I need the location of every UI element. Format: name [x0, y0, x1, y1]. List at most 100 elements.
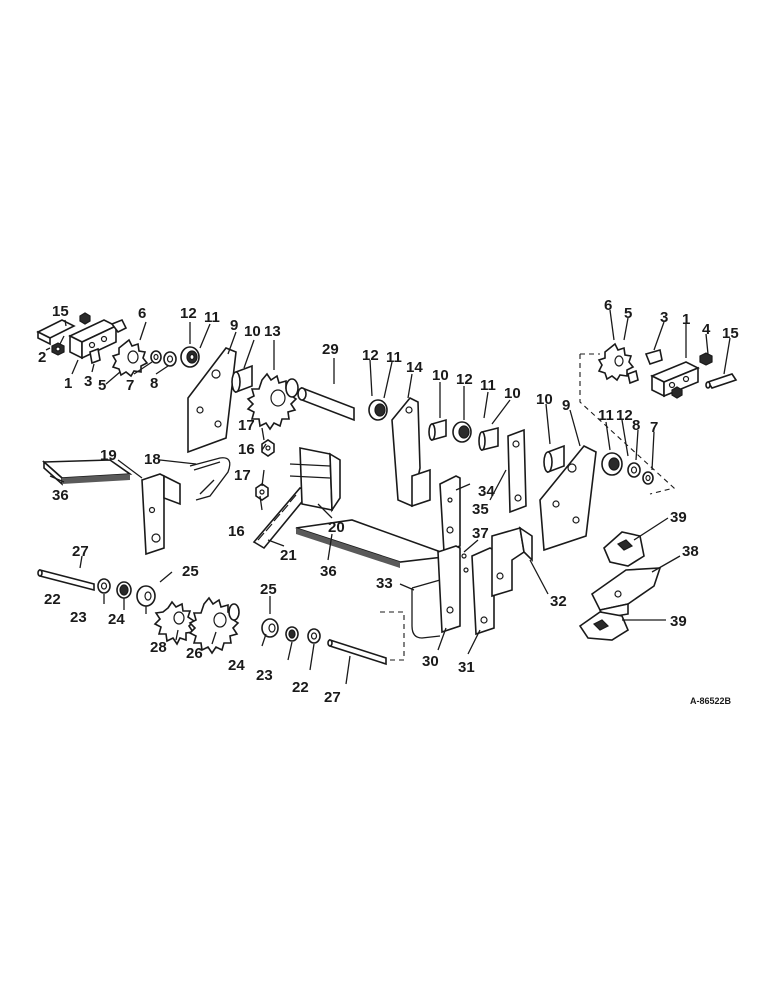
left-bearing-block — [68, 319, 118, 360]
callout-9-left: 9 — [230, 317, 238, 334]
callout-16-lower: 16 — [228, 523, 245, 540]
left-spacer-10 — [231, 364, 253, 394]
bracket-35 — [439, 475, 461, 554]
washer-22-center — [307, 628, 321, 644]
callout-21: 21 — [280, 547, 297, 564]
callout-12-right: 12 — [616, 407, 633, 424]
bushing-23-left — [116, 581, 132, 599]
callout-11-center: 11 — [386, 349, 402, 366]
callout-22-center: 22 — [292, 679, 309, 696]
callout-5-left: 5 — [98, 377, 106, 394]
callout-23-center: 23 — [256, 667, 273, 684]
callout-22-left: 22 — [44, 591, 61, 608]
callout-17-lower: 17 — [234, 467, 251, 484]
bearing-24-left — [136, 585, 156, 607]
bracket-14 — [391, 396, 431, 508]
left-elbow-fitting — [89, 318, 128, 365]
callout-36-center: 36 — [320, 563, 337, 580]
left-nut — [51, 342, 65, 356]
shaft-29 — [297, 386, 355, 422]
callout-37: 37 — [472, 525, 489, 542]
callout-20: 20 — [328, 519, 345, 536]
bearing-11-right — [601, 452, 623, 476]
callout-39-upper: 39 — [670, 509, 687, 526]
callout-4-right: 4 — [702, 321, 711, 338]
callout-11-center-b: 11 — [480, 377, 496, 394]
callout-7-left: 7 — [126, 377, 134, 394]
spacer-10-center-b — [478, 426, 499, 452]
left-washer-7 — [150, 350, 162, 364]
callout-6-left: 6 — [138, 305, 146, 322]
callout-34: 34 — [478, 483, 495, 500]
callout-31: 31 — [458, 659, 475, 676]
callout-28: 28 — [150, 639, 167, 656]
callout-11-right: 11 — [598, 407, 614, 424]
callout-27-center: 27 — [324, 689, 341, 706]
bracket-32 — [491, 526, 533, 598]
callout-30: 30 — [422, 653, 439, 670]
spacer-10-right — [543, 444, 565, 474]
callout-7-right: 7 — [650, 419, 658, 436]
callout-39-lower: 39 — [670, 613, 687, 630]
callout-10-center-a: 10 — [432, 367, 449, 384]
callout-10-center-b: 10 — [504, 385, 521, 402]
left-plate-9 — [187, 347, 237, 454]
callout-33: 33 — [376, 575, 393, 592]
callout-3-left: 3 — [84, 373, 92, 390]
callout-26: 26 — [186, 645, 203, 662]
callout-2-left: 2 — [38, 349, 46, 366]
guide-bar-36-left — [41, 459, 133, 486]
callout-35: 35 — [472, 501, 489, 518]
sprocket-5-right — [597, 342, 635, 382]
callout-12-left: 12 — [180, 305, 197, 322]
callout-14: 14 — [406, 359, 423, 376]
callout-10-right: 10 — [536, 391, 553, 408]
sprocket-26 — [188, 596, 240, 655]
shaft-27-left — [37, 568, 95, 592]
callout-1-right: 1 — [682, 311, 690, 328]
bearing-11-center — [452, 421, 472, 443]
spacer-10-center-a — [428, 418, 447, 442]
hitch-38 — [590, 567, 662, 619]
nut-4-right — [671, 352, 713, 399]
callout-11-left: 11 — [204, 309, 220, 326]
callout-15-left: 15 — [52, 303, 69, 320]
bracket-30 — [437, 545, 469, 634]
washer-7-right — [642, 471, 654, 485]
callout-19: 19 — [100, 447, 117, 464]
callout-32: 32 — [550, 593, 567, 610]
u-bolt-18 — [189, 457, 231, 501]
callout-5-right: 5 — [624, 305, 632, 322]
callout-9-right: 9 — [562, 397, 570, 414]
u-bolt-33 — [411, 579, 441, 639]
washer-8-right — [627, 462, 641, 478]
callout-6-right: 6 — [604, 297, 612, 314]
callout-18: 18 — [144, 451, 161, 468]
elbow-fitting-3-right — [627, 348, 663, 385]
center-bearing-11 — [368, 399, 388, 421]
callout-12-center: 12 — [362, 347, 379, 364]
callout-13: 13 — [264, 323, 281, 340]
callout-25-center: 25 — [260, 581, 277, 598]
plate-34 — [507, 428, 527, 514]
callout-24-left: 24 — [108, 611, 125, 628]
plate-31 — [471, 547, 495, 636]
leader-lines — [45, 309, 731, 685]
clamp-39-upper — [603, 531, 645, 567]
callout-36-left: 36 — [52, 487, 69, 504]
callout-10-left: 10 — [244, 323, 261, 340]
washer-22-left — [97, 578, 111, 594]
callout-12-center-b: 12 — [456, 371, 473, 388]
bracket-20 — [289, 447, 341, 513]
reference-number: A-86522B — [690, 696, 732, 706]
bearing-block-1-right — [650, 361, 700, 398]
callout-8-left: 8 — [150, 375, 158, 392]
callout-23-left: 23 — [70, 609, 87, 626]
sprocket-13 — [246, 372, 299, 431]
left-shaft-pin — [36, 319, 76, 346]
plate-9-right — [539, 444, 597, 552]
dashed-leader-27 — [378, 611, 405, 661]
callout-38: 38 — [682, 543, 699, 560]
callout-16-upper: 16 — [238, 441, 255, 458]
